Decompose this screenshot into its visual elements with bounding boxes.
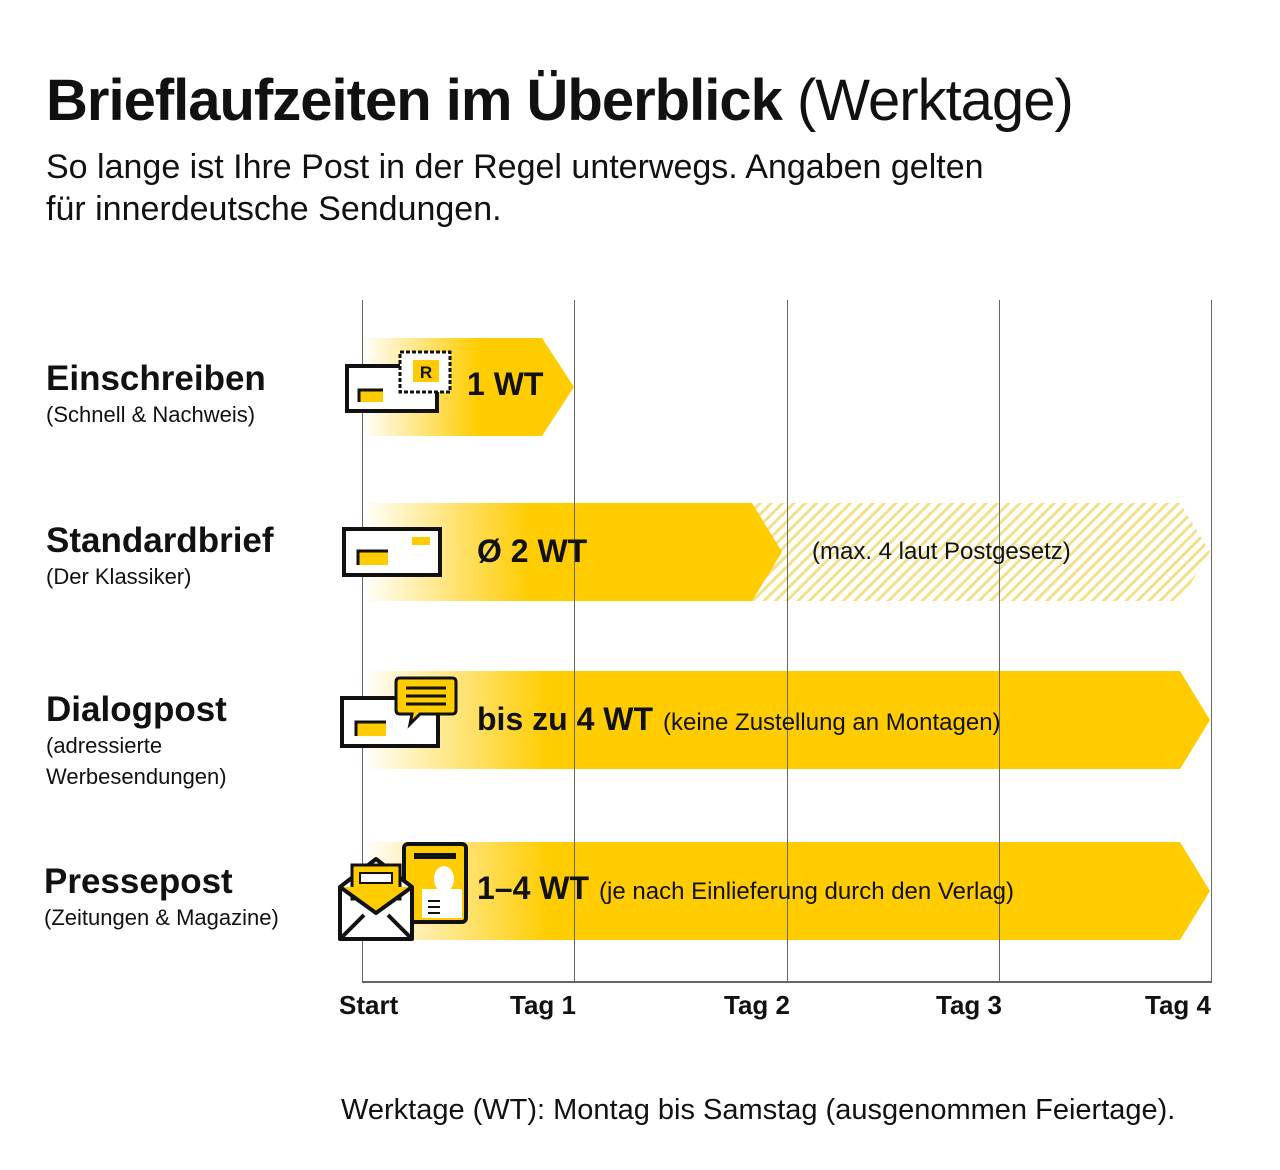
row-label-standardbrief: Standardbrief (Der Klassiker)	[46, 521, 274, 592]
subtitle: So lange ist Ihre Post in der Regel unte…	[46, 146, 1146, 230]
gridline-tag4	[1211, 300, 1212, 982]
row-label-pressepost: Pressepost (Zeitungen & Magazine)	[44, 862, 279, 933]
title-main: Brieflaufzeiten im Überblick	[46, 68, 783, 133]
tick-tag-4: Tag 4	[1145, 990, 1211, 1020]
bar-note: (max. 4 laut Postgesetz)	[812, 538, 1071, 565]
x-axis	[362, 981, 1212, 983]
footnote: Werktage (WT): Montag bis Samstag (ausge…	[341, 1094, 1176, 1126]
gridline-start	[362, 300, 363, 982]
bar-standardbrief	[362, 503, 1210, 601]
row-desc: (Der Klassiker)	[46, 564, 192, 589]
row-name: Einschreiben	[46, 359, 266, 398]
bar-note: (keine Zustellung an Montagen)	[663, 709, 1001, 736]
row-name: Pressepost	[44, 862, 233, 901]
subtitle-line-1: So lange ist Ihre Post in der Regel unte…	[46, 148, 984, 186]
gridline-tag2	[787, 300, 788, 982]
tick-tag-3: Tag 3	[936, 990, 1002, 1020]
row-label-dialogpost: Dialogpost (adressierte Werbesendungen)	[46, 690, 227, 792]
row-label-einschreiben: Einschreiben (Schnell & Nachweis)	[46, 359, 266, 430]
bar-note-standardbrief: (max. 4 laut Postgesetz)	[812, 538, 1071, 566]
row-desc: (Schnell & Nachweis)	[46, 402, 256, 427]
tick-tag-1: Tag 1	[510, 990, 576, 1020]
title-unit: (Werktage)	[796, 68, 1074, 133]
bar-label-dialogpost: bis zu 4 WT (keine Zustellung an Montage…	[477, 701, 1001, 738]
open-envelope-magazine-icon	[338, 842, 468, 941]
row-desc: Werbesendungen)	[46, 764, 227, 789]
bar-label-standardbrief: Ø 2 WT	[477, 533, 587, 570]
gridline-tag3	[999, 300, 1000, 982]
subtitle-line-2: für innerdeutsche Sendungen.	[46, 190, 502, 228]
tick-start: Start	[339, 990, 399, 1020]
letter-speech-bubble-icon	[340, 676, 458, 748]
row-name: Standardbrief	[46, 521, 274, 560]
row-desc: (adressierte	[46, 733, 163, 758]
bar-label-einschreiben: 1 WT	[467, 366, 543, 403]
bar-label-pressepost: 1–4 WT (je nach Einlieferung durch den V…	[477, 870, 1014, 907]
page-title: Brieflaufzeiten im Überblick (Werktage)	[46, 66, 1074, 136]
registered-letter-icon: R	[345, 350, 452, 413]
bar-value: 1 WT	[467, 366, 544, 402]
gridline-tag1	[574, 300, 575, 982]
svg-text:R: R	[420, 363, 432, 382]
bar-note: (je nach Einlieferung durch den Verlag)	[599, 878, 1014, 905]
bar-value: bis zu 4 WT	[477, 701, 653, 737]
row-name: Dialogpost	[46, 690, 227, 729]
bar-value: Ø 2 WT	[477, 533, 588, 569]
letter-icon	[342, 527, 442, 577]
bar-value: 1–4 WT	[477, 870, 590, 906]
row-desc: (Zeitungen & Magazine)	[44, 905, 279, 930]
tick-tag-2: Tag 2	[724, 990, 790, 1020]
